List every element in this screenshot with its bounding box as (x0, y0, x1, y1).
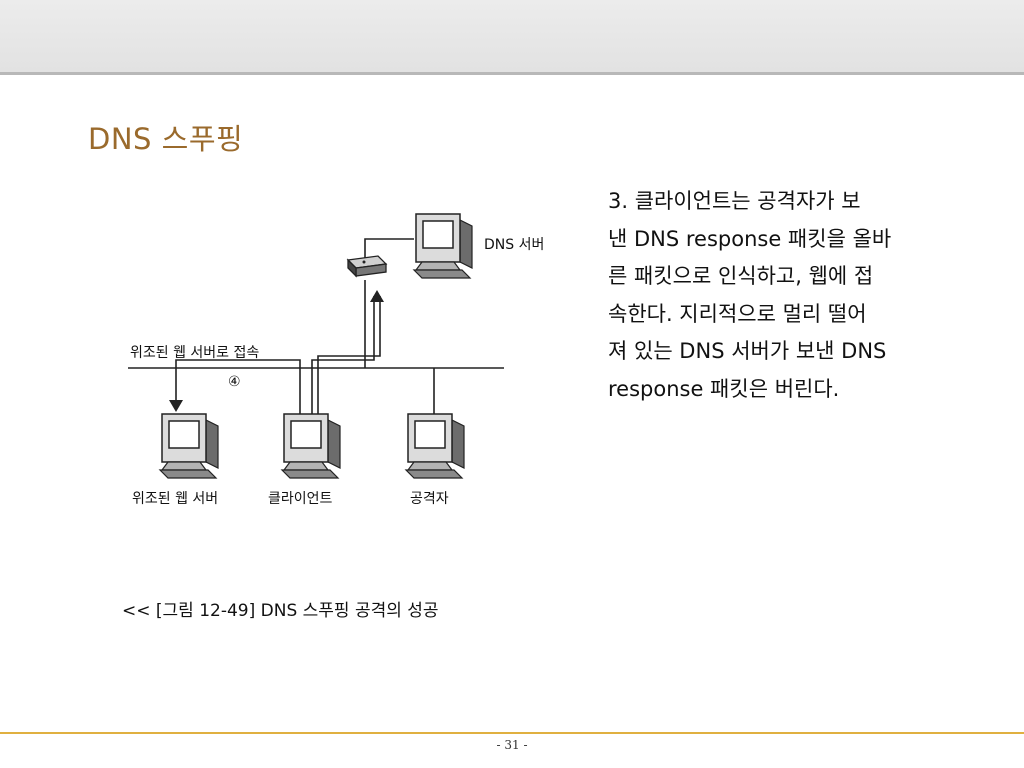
top-bar (0, 0, 1024, 75)
slide-title: DNS 스푸핑 (88, 122, 244, 156)
network-diagram-svg (128, 213, 504, 479)
dns-server-label: DNS 서버 (484, 237, 545, 253)
body-line: 져 있는 DNS 서버가 보낸 DNS (608, 339, 887, 363)
figure-caption: << [그림 12-49] DNS 스푸핑 공격의 성공 (122, 601, 439, 621)
attacker-monitor-icon (405, 413, 465, 479)
client-to-dns-path (311, 296, 375, 416)
client-label: 클라이언트 (268, 491, 333, 507)
dns-spoofing-diagram: DNS 서버 위조된 웹 서버로 접속 ④ 위조된 웹 서버 클라이언트 공격자 (118, 196, 568, 516)
dns-server-link (364, 238, 414, 263)
fake-web-server-label: 위조된 웹 서버 (132, 491, 219, 507)
dns-server-monitor-icon (413, 213, 473, 279)
body-line: 른 패킷으로 인식하고, 웹에 접 (608, 264, 874, 288)
attacker-label: 공격자 (410, 491, 449, 507)
arrow-up-icon (370, 290, 384, 302)
footer-line (0, 732, 1024, 734)
body-line: 속한다. 지리적으로 멀리 떨어 (608, 301, 867, 326)
fake-access-label: 위조된 웹 서버로 접속 (130, 345, 260, 361)
body-text: 3. 클라이언트는 공격자가 보 낸 DNS response 패킷을 올바 른… (608, 183, 968, 408)
body-line: 낸 DNS response 패킷을 올바 (608, 226, 892, 251)
arrow-down-icon (169, 400, 183, 412)
body-line: response 패킷은 버린다. (608, 376, 840, 401)
client-to-fake-path (175, 359, 301, 416)
step-label: ④ (228, 374, 241, 390)
body-line: 3. 클라이언트는 공격자가 보 (608, 189, 861, 213)
page-number: - 31 - (496, 738, 528, 752)
fake-web-server-monitor-icon (159, 413, 219, 479)
router-icon (346, 255, 388, 278)
client-monitor-icon (281, 413, 341, 479)
